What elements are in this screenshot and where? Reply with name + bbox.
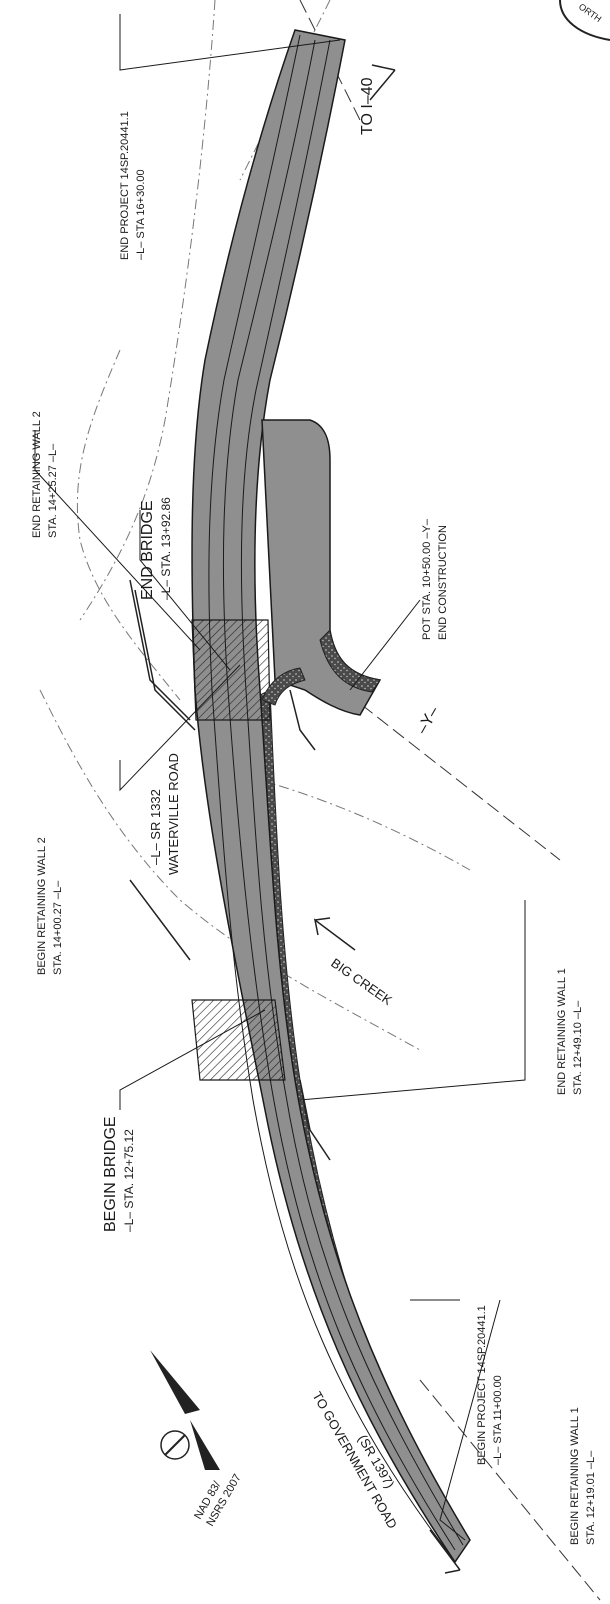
side-road-gravel — [319, 628, 381, 693]
begin-bridge-line2: –L– STA. 12+75.12 — [122, 1129, 136, 1232]
end-bridge-label: END BRIDGE –L– STA. 13+92.86 — [139, 497, 173, 600]
big-creek-label: BIG CREEK — [328, 955, 395, 1008]
seal-emblem — [559, 0, 610, 41]
begin-wall-2-label: BEGIN RETAINING WALL 2 STA. 14+00.27 –L– — [36, 837, 64, 975]
lower-dashed-line — [419, 1379, 601, 1601]
pot-label: POT STA. 10+50.00 –Y– END CONSTRUCTION — [421, 518, 449, 640]
side-road — [261, 419, 382, 716]
road-line2: WATERVILLE ROAD — [166, 753, 181, 875]
y-centerline — [329, 679, 561, 861]
end-bridge-line2: –L– STA. 13+92.86 — [159, 497, 173, 600]
end-project-line1: END PROJECT 14SP.20441.1 — [119, 111, 131, 260]
to-gov-arrow-icon — [429, 1529, 461, 1574]
pot-line2: END CONSTRUCTION — [437, 525, 449, 640]
road-surface — [191, 29, 471, 1564]
end-project-line2: –L– STA 16+30.00 — [135, 169, 147, 260]
end-bridge-line1: END BRIDGE — [139, 500, 156, 600]
lane-lines — [208, 34, 464, 1556]
north-arrow-icon — [150, 1350, 220, 1470]
big-creek-arrow-icon — [313, 917, 356, 951]
leader-lines — [34, 14, 526, 1541]
begin-wall-1-line1: BEGIN RETAINING WALL 1 — [569, 1407, 581, 1545]
road-name-label: –L– SR 1332 WATERVILLE ROAD — [148, 753, 181, 875]
begin-wall-1-line2: STA. 12+19.01 –L– — [585, 1450, 597, 1545]
end-wall-2-line2: STA. 14+25.27 –L– — [47, 443, 59, 538]
road-line1: –L– SR 1332 — [148, 789, 163, 865]
begin-bridge-line1: BEGIN BRIDGE — [102, 1116, 119, 1232]
begin-project-line2: –L– STA 11+00.00 — [492, 1375, 504, 1465]
end-wall-1-line2: STA. 12+49.10 –L– — [572, 1000, 584, 1095]
end-wall-1-label: END RETAINING WALL 1 STA. 12+49.10 –L– — [556, 968, 584, 1095]
turn-gravel — [261, 667, 306, 706]
retaining-walls — [129, 579, 331, 1161]
to-i40-label: TO I–40 — [359, 77, 376, 135]
begin-wall-1-label: BEGIN RETAINING WALL 1 STA. 12+19.01 –L– — [569, 1407, 597, 1545]
end-wall-1-line1: END RETAINING WALL 1 — [556, 968, 568, 1095]
begin-wall-2-line2: STA. 14+00.27 –L– — [52, 880, 64, 975]
begin-project-line1: BEGIN PROJECT 14SP.20441.1 — [476, 1305, 488, 1465]
begin-bridge-label: BEGIN BRIDGE –L– STA. 12+75.12 — [102, 1116, 136, 1232]
to-i40-arrow-icon — [369, 64, 396, 101]
y-road-label: –Y– — [414, 704, 443, 737]
pot-line1: POT STA. 10+50.00 –Y– — [421, 518, 433, 640]
end-wall-2-line1: END RETAINING WALL 2 — [31, 411, 43, 538]
begin-project-label: BEGIN PROJECT 14SP.20441.1 –L– STA 11+00… — [476, 1305, 504, 1465]
datum-label: NAD 83/ NSRS 2007 — [192, 1472, 244, 1528]
end-project-label: END PROJECT 14SP.20441.1 –L– STA 16+30.0… — [119, 111, 147, 260]
begin-wall-2-line1: BEGIN RETAINING WALL 2 — [36, 837, 48, 975]
seal-text: ORTH — [577, 1, 603, 24]
end-wall-2-label: END RETAINING WALL 2 STA. 14+25.27 –L– — [31, 411, 59, 538]
